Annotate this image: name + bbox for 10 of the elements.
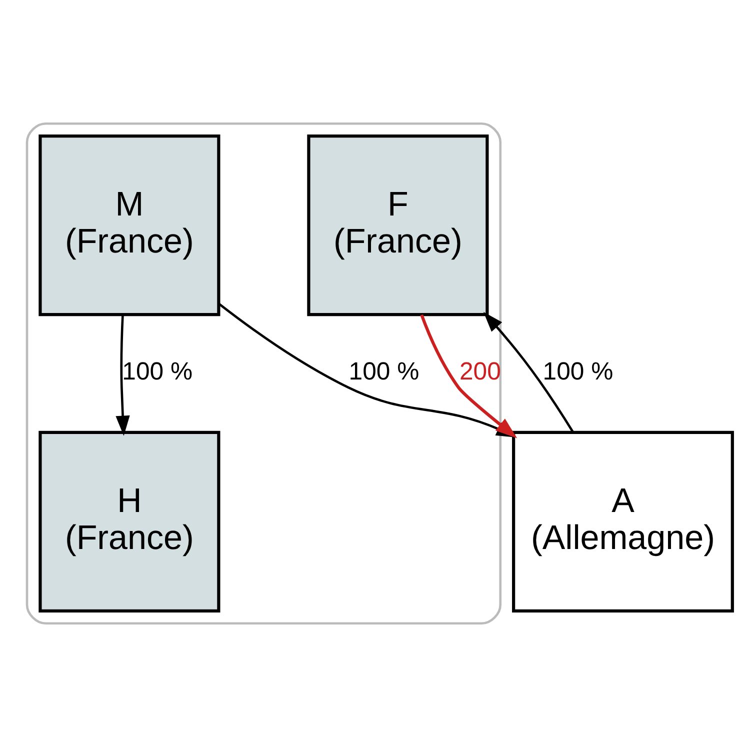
edge-label: 100 % [542, 358, 614, 385]
node-box: H (France) [38, 430, 220, 612]
node-box: F (France) [307, 134, 489, 316]
edge-label: 200 [459, 358, 501, 385]
node-box: M (France) [38, 134, 220, 316]
edge-label: 100 % [348, 358, 420, 385]
arrow [116, 314, 130, 436]
arrow [483, 311, 574, 432]
node-box: A (Allemagne) [512, 430, 734, 612]
edge-label: 100 % [122, 358, 193, 385]
